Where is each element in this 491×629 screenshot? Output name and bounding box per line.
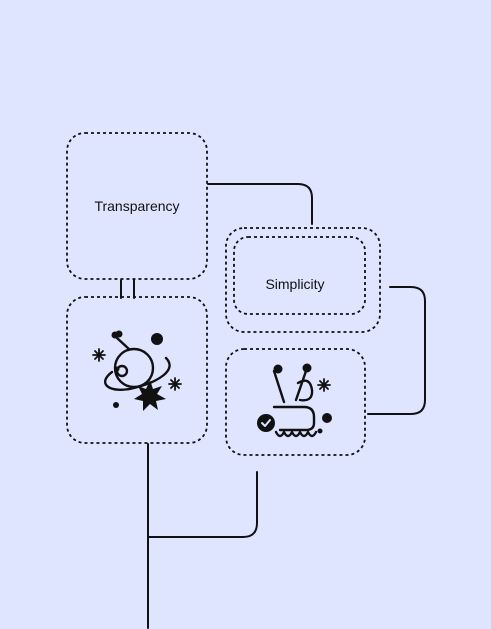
node-hand-box — [225, 348, 366, 456]
connector-simplicity-to-hand — [367, 286, 426, 415]
node-planet-box — [66, 296, 208, 444]
connector-transparency-to-simplicity — [207, 183, 313, 225]
node-simplicity-label: Simplicity — [265, 276, 324, 292]
node-transparency-box — [66, 132, 208, 280]
planet-icon — [92, 330, 182, 411]
connectors — [120, 183, 426, 629]
connector-hand-to-trunk — [147, 471, 258, 538]
node-planet-illustration — [66, 296, 208, 444]
node-simplicity-box-front — [233, 236, 366, 315]
node-transparency: Transparency — [66, 132, 208, 280]
node-peace-hand-illustration — [225, 348, 366, 456]
node-simplicity: Simplicity — [225, 227, 381, 333]
peace-hand-icon — [257, 363, 332, 438]
node-simplicity-box-back — [225, 227, 381, 333]
node-transparency-label: Transparency — [94, 198, 179, 214]
